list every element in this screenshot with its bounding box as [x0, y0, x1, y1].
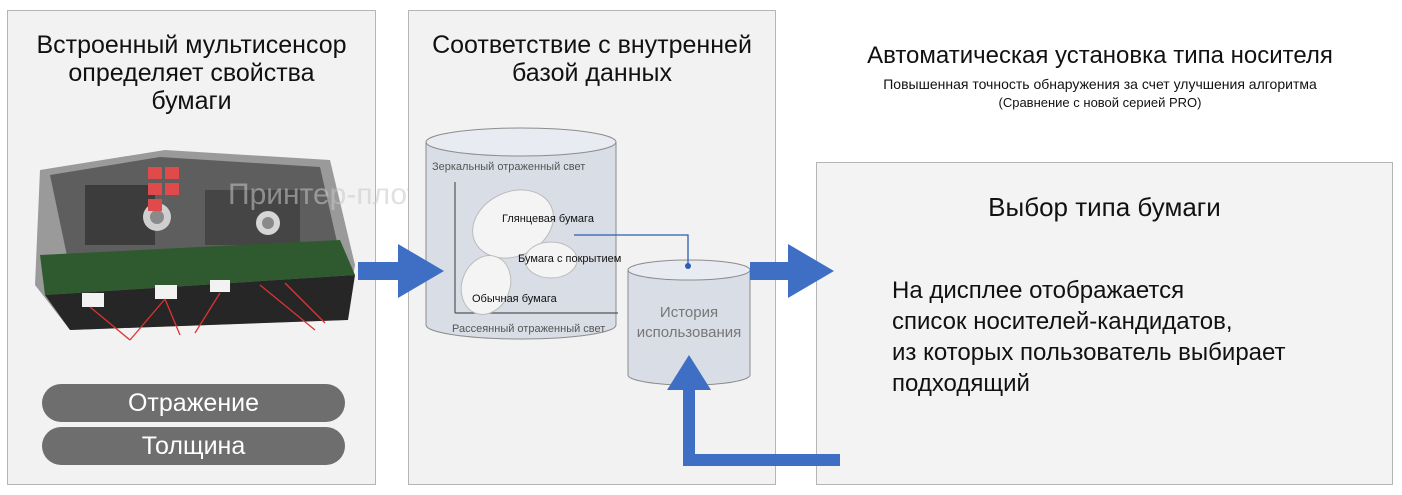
- coated-blob: [524, 241, 578, 279]
- paper-select-panel: [816, 162, 1393, 485]
- y-axis-label: Зеркальный отраженный свет: [432, 161, 585, 173]
- desc-line-3: из которых пользователь выбирает: [892, 339, 1286, 366]
- sensor-title-line-2: определяет свойства: [68, 59, 315, 87]
- x-axis-label: Рассеянный отраженный свет: [452, 323, 605, 335]
- history-cylinder: [627, 259, 751, 386]
- sensor-title-line-1: Встроенный мультисенсор: [36, 31, 347, 59]
- paper-select-title: Выбор типа бумаги: [988, 192, 1221, 222]
- sensor-title-line-3: бумаги: [151, 87, 232, 115]
- auto-media-comparison-note: (Сравнение с новой серией PRO): [998, 95, 1202, 110]
- feedback-arrow: [667, 355, 840, 466]
- coated-label: Бумага с покрытием: [518, 253, 621, 265]
- plain-label: Обычная бумага: [472, 293, 558, 305]
- glossy-label: Глянцевая бумага: [502, 213, 595, 225]
- desc-line-1: На дисплее отображается: [892, 277, 1185, 304]
- sensor-panel-title: Встроенный мультисенсор определяет свойс…: [8, 31, 375, 115]
- plain-blob: [460, 255, 512, 315]
- auto-media-title: Автоматическая установка типа носителя: [867, 42, 1333, 69]
- arrow-sensor-to-database: [358, 244, 444, 298]
- connector-line: [574, 234, 689, 266]
- auto-media-subtitle: Повышенная точность обнаружения за счет …: [883, 76, 1317, 92]
- database-title-line-1: Соответствие с внутренней: [432, 31, 752, 59]
- reflection-pill: Отражение: [42, 384, 345, 422]
- connector-dot: [685, 263, 691, 269]
- database-diagram: Зеркальный отраженный свет Рассеянный от…: [425, 127, 751, 386]
- arrow-history-to-selection: [750, 244, 834, 298]
- thickness-pill: Толщина: [42, 427, 345, 465]
- history-line-2: использования: [637, 324, 742, 341]
- desc-line-2: список носителей-кандидатов,: [892, 308, 1233, 335]
- paper-select-description: На дисплее отображается список носителей…: [892, 275, 1286, 399]
- database-panel-title: Соответствие с внутренней базой данных: [409, 31, 775, 87]
- database-title-line-2: базой данных: [512, 59, 672, 87]
- desc-line-4: подходящий: [892, 370, 1030, 397]
- history-line-1: История: [660, 304, 718, 321]
- multisensor-illustration: [35, 150, 355, 341]
